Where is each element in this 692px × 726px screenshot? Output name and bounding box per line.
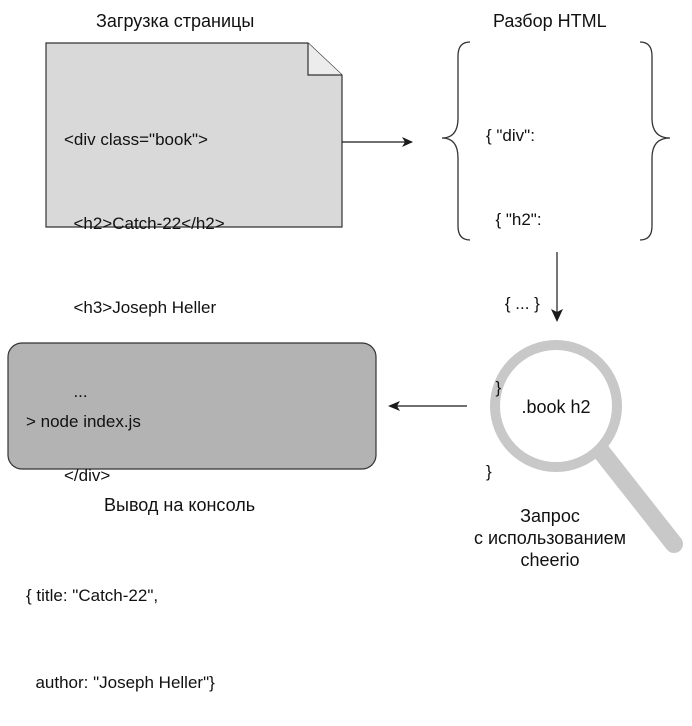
caption-console-output: Вывод на консоль bbox=[104, 495, 256, 515]
console-line bbox=[26, 494, 215, 523]
console-line: > node index.js bbox=[26, 412, 141, 431]
console-box bbox=[7, 342, 377, 470]
caption-query: Запрос с использованием cheerio bbox=[450, 505, 650, 571]
html-line: <h3>Joseph Heller bbox=[64, 298, 217, 317]
arrowhead-query bbox=[551, 309, 563, 322]
magnifier-handle bbox=[591, 441, 683, 553]
diagram-canvas bbox=[7, 41, 683, 553]
html-line: ... bbox=[64, 382, 88, 401]
document-fold-corner bbox=[307, 43, 342, 76]
html-document-text: <div class="book"> <h2>Catch-22</h2> <h3… bbox=[64, 70, 225, 518]
arrowhead-console bbox=[388, 401, 400, 411]
caption-query-line2: с использованием bbox=[473, 528, 627, 548]
console-line: author: "Joseph Heller"} bbox=[26, 673, 215, 692]
tree-line: } bbox=[486, 378, 502, 397]
left-curly-brace bbox=[441, 41, 471, 241]
tree-line: } bbox=[486, 462, 492, 481]
console-text: > node index.js { title: "Catch-22", aut… bbox=[26, 349, 215, 726]
tree-line: { "div": bbox=[486, 126, 535, 145]
tree-line: { ... } bbox=[486, 294, 540, 313]
html-line: <div class="book"> bbox=[64, 130, 208, 149]
magnifier-lens bbox=[490, 340, 622, 472]
caption-parse-html: Разбор HTML bbox=[493, 11, 607, 31]
html-document-shape bbox=[45, 42, 343, 228]
tree-line: { "h2": bbox=[486, 210, 542, 229]
html-line: </div> bbox=[64, 466, 111, 485]
arrowhead-parse bbox=[402, 137, 413, 147]
console-line: { title: "Catch-22", bbox=[26, 586, 159, 605]
caption-page-load: Загрузка страницы bbox=[96, 11, 255, 31]
parsed-tree-text: { "div": { "h2": { ... } } } bbox=[486, 66, 542, 514]
css-selector-text: .book h2 bbox=[521, 397, 591, 417]
caption-query-line3: cheerio bbox=[520, 550, 580, 570]
caption-query-line1: Запрос bbox=[520, 506, 580, 526]
right-curly-brace bbox=[639, 41, 671, 241]
html-line: <h2>Catch-22</h2> bbox=[64, 214, 225, 233]
